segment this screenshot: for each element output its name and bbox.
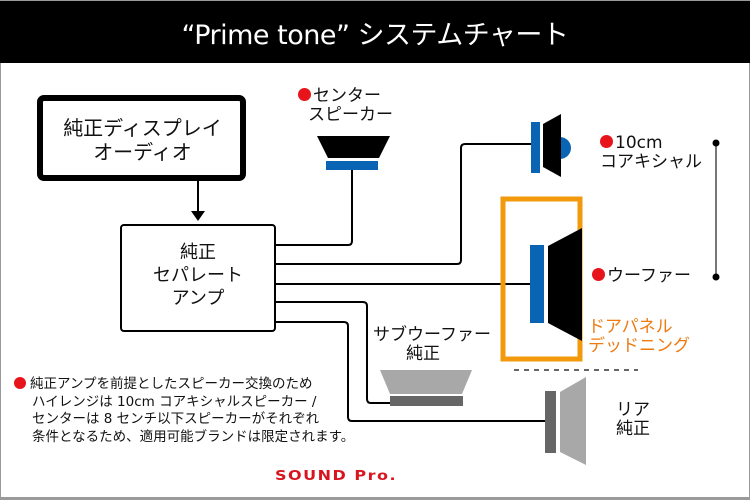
bullet-dot-icon bbox=[298, 87, 311, 101]
woofer-text: ウーファー bbox=[607, 266, 691, 286]
footnote-line: センターは 8 センチ以下スピーカーがそれぞれ bbox=[32, 411, 320, 427]
rear-label: リア 純正 bbox=[612, 401, 654, 439]
wire-rear bbox=[276, 321, 546, 422]
bullet-dot-icon bbox=[600, 134, 613, 148]
amp-line1: 純正 bbox=[180, 242, 216, 263]
head-unit-label: 純正ディスプレイ オーディオ bbox=[44, 116, 241, 164]
page-title: “Prime tone” システムチャート bbox=[181, 20, 569, 51]
range-bracket-dot-bottom bbox=[712, 273, 720, 281]
amp-box bbox=[120, 224, 276, 332]
subwoofer-magnet-icon bbox=[390, 396, 463, 406]
footnote: 純正アンプを前提としたスピーカー交換のため ハイレンジは 10cm コアキシャル… bbox=[14, 376, 354, 446]
footnote-line: 条件となるため、適用可能ブランドは限定されます。 bbox=[32, 428, 355, 445]
door-deadening-label: ドアパネル デッドニング bbox=[588, 318, 690, 356]
header-bar: “Prime tone” システムチャート bbox=[0, 1, 750, 63]
door-line1: ドアパネル bbox=[588, 317, 673, 337]
center-speaker-cone-icon bbox=[317, 136, 390, 158]
footnote-line: ハイレンジは 10cm コアキシャルスピーカー / bbox=[32, 393, 317, 410]
woofer-label: ウーファー bbox=[592, 267, 691, 286]
bullet-dot-icon bbox=[14, 377, 26, 389]
arrow-head-icon bbox=[191, 211, 205, 221]
rear-line2: 純正 bbox=[616, 419, 650, 439]
amp-line3: アンプ bbox=[171, 288, 225, 309]
subwoofer-cone-icon bbox=[380, 370, 472, 394]
head-unit-line2: オーディオ bbox=[93, 140, 192, 164]
range-bracket-dot-top bbox=[712, 139, 720, 147]
coaxial-cone-icon bbox=[543, 114, 561, 177]
wire-coaxial bbox=[276, 143, 531, 265]
head-unit-box bbox=[37, 95, 246, 181]
center-speaker-label: センター スピーカー bbox=[298, 87, 393, 125]
subwoofer-line1: サブウーファー bbox=[373, 325, 491, 345]
center-line2: スピーカー bbox=[308, 105, 393, 125]
woofer-cone-icon bbox=[548, 228, 582, 341]
wire-subwoofer bbox=[276, 301, 392, 404]
center-speaker-magnet-icon bbox=[326, 161, 378, 170]
woofer-magnet-icon bbox=[530, 245, 544, 323]
rear-cone-icon bbox=[560, 377, 586, 465]
subwoofer-line2: 純正 bbox=[406, 344, 440, 364]
coaxial-label: 10cm コアキシャル bbox=[600, 134, 702, 172]
coaxial-line2: コアキシャル bbox=[600, 152, 702, 172]
brand-logo: SOUND Pro. bbox=[275, 467, 398, 484]
rear-line1: リア bbox=[616, 400, 650, 420]
rear-magnet-icon bbox=[545, 391, 556, 453]
amp-line2: セパレート bbox=[153, 265, 243, 286]
head-unit-line1: 純正ディスプレイ bbox=[63, 116, 222, 140]
amp-label: 純正 セパレート アンプ bbox=[122, 241, 274, 310]
wire-center bbox=[276, 170, 353, 246]
door-line2: デッドニング bbox=[588, 336, 690, 356]
footnote-line: 純正アンプを前提としたスピーカー交換のため bbox=[14, 376, 354, 394]
subwoofer-label: サブウーファー 純正 bbox=[373, 326, 491, 364]
coaxial-line1: 10cm bbox=[615, 133, 663, 153]
bullet-dot-icon bbox=[592, 267, 605, 281]
center-line1: センター bbox=[313, 86, 381, 106]
footnote-text: 純正アンプを前提としたスピーカー交換のため bbox=[30, 376, 313, 392]
coaxial-magnet-icon bbox=[531, 122, 540, 173]
